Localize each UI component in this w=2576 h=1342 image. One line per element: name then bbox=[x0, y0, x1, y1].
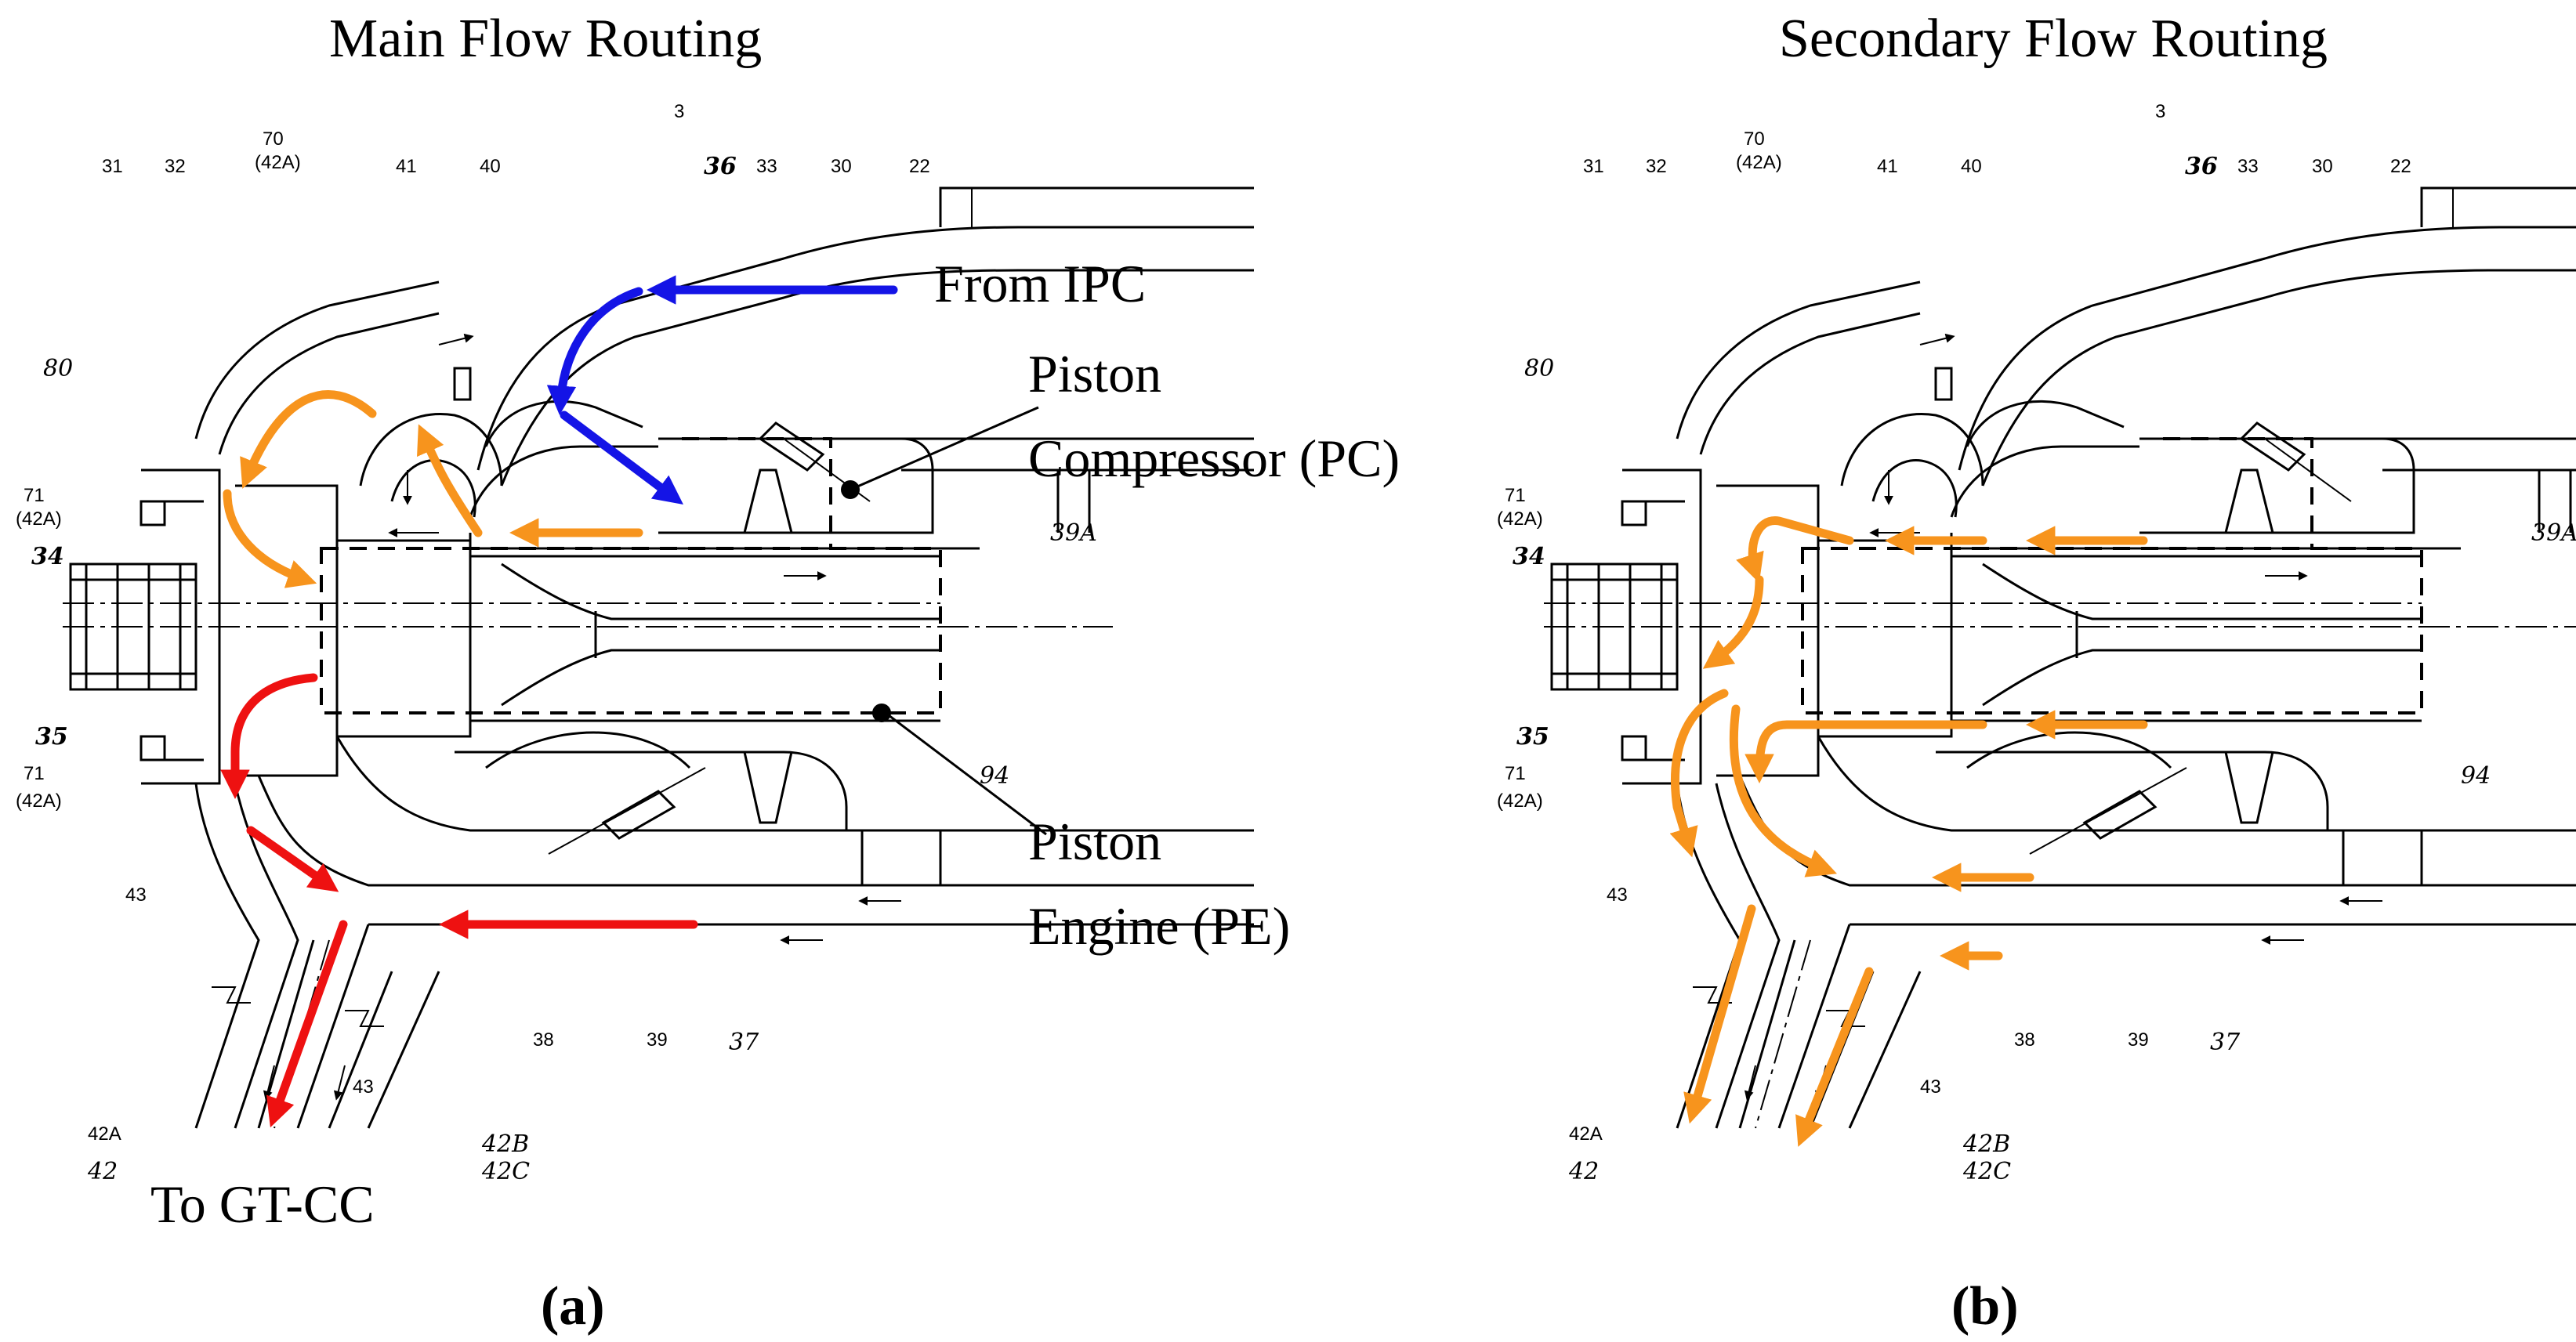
panel-a-flow-arrows bbox=[220, 275, 898, 1128]
ref-number-label: 80 bbox=[43, 355, 73, 382]
ref-number-label: 42B bbox=[1962, 1130, 2010, 1158]
ref-number-label: 3 bbox=[2155, 101, 2165, 122]
ref-number-label: 34 bbox=[1513, 543, 1545, 570]
panel-b-title: Secondary Flow Routing bbox=[1779, 9, 2328, 69]
sec-top-down bbox=[1702, 575, 1764, 669]
ref-number-label: 42C bbox=[481, 1158, 530, 1185]
ref-number-label: 43 bbox=[1607, 884, 1628, 906]
ref-number-label: (42A) bbox=[255, 152, 301, 173]
ref-number-label: 36 bbox=[2185, 153, 2218, 180]
ref-number-label: 42 bbox=[1568, 1158, 1599, 1185]
ref-number-label: 33 bbox=[756, 156, 777, 177]
ref-number-label: 39A bbox=[2531, 519, 2576, 547]
panel-a-annotations: From IPC Piston Compressor (PC) Piston E… bbox=[150, 254, 1400, 1234]
ref-number-label: 39 bbox=[2128, 1029, 2149, 1051]
ref-number-label: 22 bbox=[909, 156, 930, 177]
ref-number-label: 42 bbox=[87, 1158, 118, 1185]
ref-number-label: 37 bbox=[2210, 1029, 2241, 1056]
ref-number-label: 42B bbox=[481, 1130, 529, 1158]
pe-exhaust-arrow bbox=[220, 673, 318, 799]
pe-label-line2: Engine (PE) bbox=[1028, 896, 1290, 956]
pc-label-line1: Piston bbox=[1028, 344, 1161, 403]
recirc-up-arrow bbox=[417, 424, 483, 537]
ref-number-label: 31 bbox=[1583, 156, 1604, 177]
ref-number-label: (42A) bbox=[16, 790, 62, 812]
sec-outlet-right bbox=[1795, 967, 1874, 1147]
to-gtcc-label: To GT-CC bbox=[150, 1174, 375, 1234]
recirc-over-arrow bbox=[240, 390, 377, 489]
ref-number-label: 41 bbox=[1877, 156, 1898, 177]
ref-number-label: (42A) bbox=[1736, 152, 1782, 173]
ipc-to-pc-arrow bbox=[560, 411, 683, 505]
ref-number-label: 37 bbox=[729, 1029, 759, 1056]
panel-b-flow-arrows bbox=[1669, 516, 2148, 1147]
ref-number-label: 39A bbox=[1050, 519, 1097, 547]
ref-number-label: 39 bbox=[647, 1029, 668, 1051]
sec-left-down bbox=[1669, 689, 1729, 858]
ref-number-label: 35 bbox=[35, 723, 68, 751]
ref-number-label: 40 bbox=[1961, 156, 1982, 177]
ref-number-label: 43 bbox=[1920, 1076, 1941, 1098]
ref-number-label: 94 bbox=[2461, 762, 2491, 790]
panel-a-caption: (a) bbox=[541, 1276, 605, 1337]
ref-number-label: 71 bbox=[1505, 763, 1526, 784]
ref-number-label: 22 bbox=[2390, 156, 2411, 177]
ref-number-label: 31 bbox=[102, 156, 123, 177]
ref-number-label: 38 bbox=[533, 1029, 554, 1051]
ref-number-label: 71 bbox=[1505, 485, 1526, 506]
pc-leader-line bbox=[850, 406, 1039, 491]
panel-a-reference-labels: 31 32 70 (42A) 41 40 3 36 33 30 22 80 71… bbox=[16, 101, 1097, 1185]
to-gtcc-arrow bbox=[266, 920, 348, 1128]
panel-b-caption: (b) bbox=[1951, 1276, 2019, 1337]
ref-number-label: 32 bbox=[165, 156, 186, 177]
pe-leader-line bbox=[885, 711, 1047, 836]
ref-number-label: 3 bbox=[674, 101, 684, 122]
ref-number-label: (42A) bbox=[1497, 508, 1543, 530]
ref-number-label: 43 bbox=[125, 884, 147, 906]
sec-bottom-inflow-2 bbox=[1745, 720, 1987, 783]
ref-number-label: 42A bbox=[1569, 1123, 1603, 1145]
panel-b: Secondary Flow Routing 31 32 70 (42A) 41… bbox=[1497, 9, 2576, 1337]
panel-b-reference-labels: 31 32 70 (42A) 41 40 3 36 33 30 22 80 71… bbox=[1497, 101, 2576, 1185]
ref-number-label: 94 bbox=[980, 762, 1009, 790]
ref-number-label: 42C bbox=[1962, 1158, 2011, 1185]
sec-top-turn bbox=[1736, 516, 1854, 584]
ref-number-label: (42A) bbox=[1497, 790, 1543, 812]
panel-a: Main Flow Routing 31 32 70 (42A) 41 40 3… bbox=[16, 9, 1400, 1337]
pc-leader-dot bbox=[841, 480, 860, 499]
recirc-down-arrow bbox=[223, 489, 317, 588]
ref-number-label: 33 bbox=[2237, 156, 2259, 177]
exhaust-turn-arrow bbox=[246, 826, 339, 892]
ref-number-label: 36 bbox=[704, 153, 737, 180]
ref-number-label: 38 bbox=[2014, 1029, 2035, 1051]
ipc-turn-arrow bbox=[546, 287, 643, 415]
ref-number-label: 32 bbox=[1646, 156, 1667, 177]
from-ipc-label: From IPC bbox=[934, 254, 1146, 313]
panel-a-title: Main Flow Routing bbox=[329, 9, 762, 69]
ref-number-label: 30 bbox=[831, 156, 852, 177]
ref-number-label: 43 bbox=[353, 1076, 374, 1098]
ref-number-label: 41 bbox=[396, 156, 417, 177]
pe-label-line1: Piston bbox=[1028, 812, 1161, 871]
pe-leader-dot bbox=[872, 704, 891, 722]
ref-number-label: 80 bbox=[1524, 355, 1554, 382]
ref-number-label: 40 bbox=[480, 156, 501, 177]
ref-number-label: 70 bbox=[1744, 128, 1765, 150]
ref-number-label: 35 bbox=[1516, 723, 1549, 751]
ref-number-label: (42A) bbox=[16, 508, 62, 530]
panel-b-line-art bbox=[1544, 188, 2576, 1128]
ref-number-label: 71 bbox=[24, 485, 45, 506]
panel-a-line-art bbox=[63, 188, 1254, 1128]
sec-mid-sweep bbox=[1729, 704, 1838, 877]
ref-number-label: 70 bbox=[263, 128, 284, 150]
ref-number-label: 71 bbox=[24, 763, 45, 784]
sec-outlet-left bbox=[1683, 904, 1756, 1124]
ref-number-label: 42A bbox=[88, 1123, 121, 1145]
pc-label-line2: Compressor (PC) bbox=[1028, 429, 1400, 488]
ref-number-label: 34 bbox=[31, 543, 64, 570]
ref-number-label: 30 bbox=[2312, 156, 2333, 177]
